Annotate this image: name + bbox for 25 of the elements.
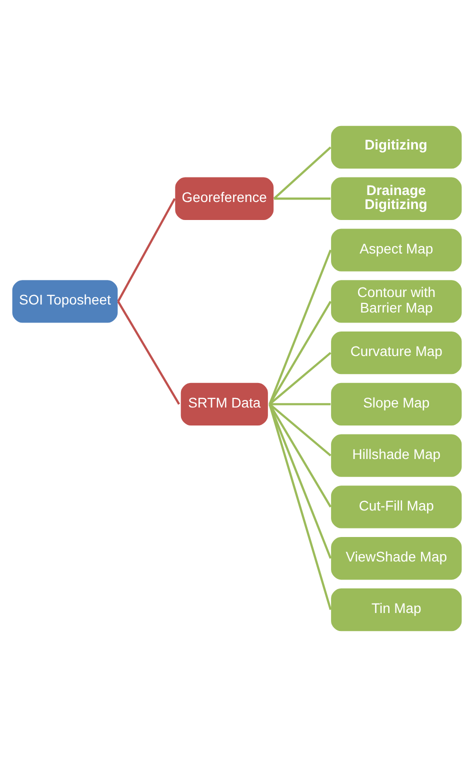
node-box: Slope Map [330, 382, 463, 426]
node-box: Drainage Digitizing [330, 176, 463, 221]
connector [268, 403, 332, 456]
connector [274, 198, 331, 200]
node-box: SRTM Data [180, 382, 269, 426]
connector [268, 404, 332, 610]
connector [268, 300, 332, 405]
connector [117, 198, 176, 302]
connector [268, 404, 332, 508]
node-box: Cut-Fill Map [330, 484, 463, 530]
connector [268, 250, 332, 405]
node-box: Georeference [174, 176, 274, 221]
node-box: ViewShade Map [330, 536, 463, 581]
node-box: Contour with Barrier Map [330, 279, 463, 324]
node-box: Digitizing [330, 125, 463, 170]
connector [268, 352, 332, 406]
node-box: Hillshade Map [330, 433, 463, 478]
connector [273, 146, 332, 200]
node-box: Aspect Map [330, 228, 463, 272]
connector [117, 300, 180, 405]
connector [270, 403, 331, 406]
node-box: SOI Toposheet [11, 279, 119, 324]
node-box: Tin Map [330, 588, 463, 632]
node-box: Curvature Map [330, 330, 463, 376]
connector [268, 404, 332, 559]
